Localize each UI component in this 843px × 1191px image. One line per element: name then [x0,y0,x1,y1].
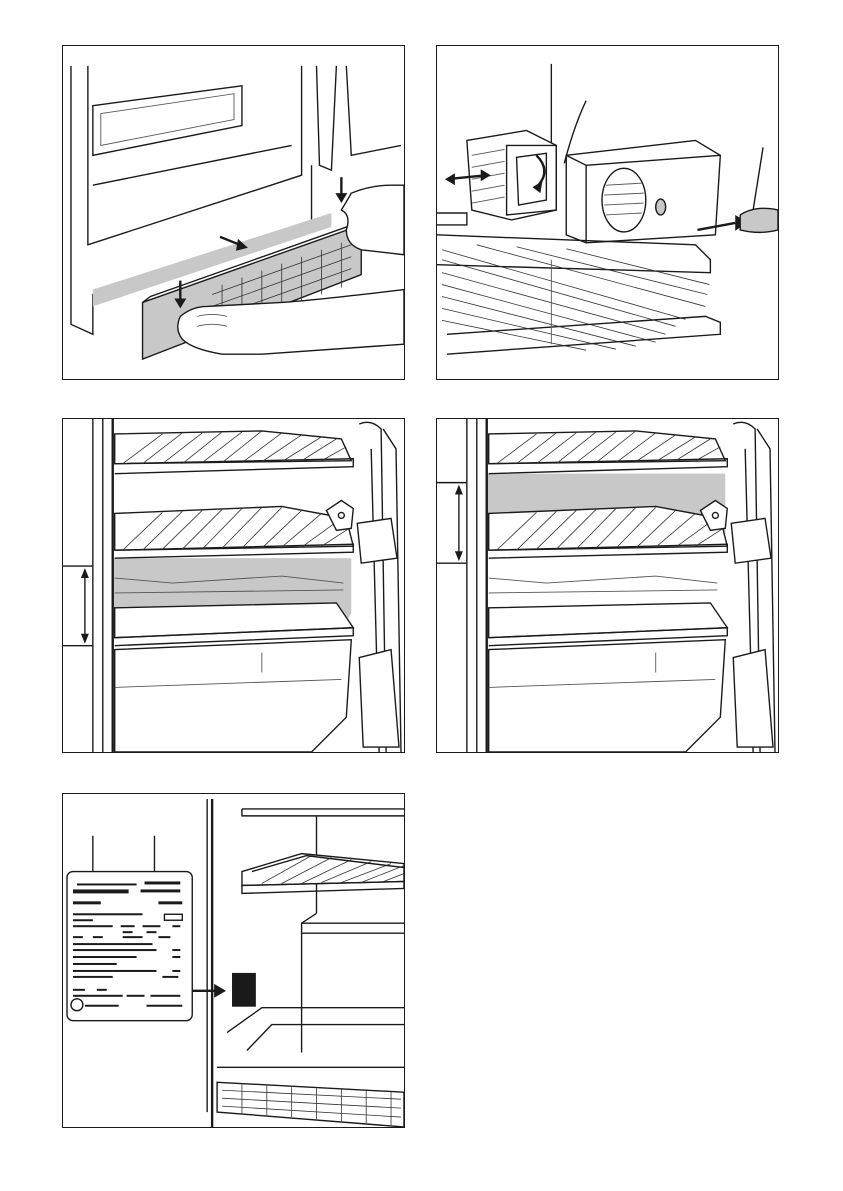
pull-arrow-icon [220,237,240,245]
vent-grille [217,1082,404,1127]
door-bin [357,518,397,563]
illustration-temperature-control-removal [436,45,779,380]
temperature-knob [602,168,646,232]
shelf-lower-drawing [63,419,404,752]
illustration-rating-plate-location [62,793,405,1128]
door-bin [733,650,773,747]
grille-removal-drawing [63,46,404,379]
crisper-drawer [489,640,726,752]
door-bin [359,650,399,747]
illustration-grille-removal [62,45,405,380]
rating-plate [67,872,192,1021]
thumb [740,208,778,232]
shelf-upper-drawing [437,419,778,752]
door-bin [731,518,771,563]
indicator-light [656,199,666,215]
crisper-drawer [115,640,352,752]
shelf-wires [442,245,709,350]
rating-plate-drawing [63,794,404,1127]
illustration-shelf-upper-position [436,418,779,753]
shelf-front [447,316,720,354]
callout-line [753,147,763,210]
temperature-control-drawing [437,46,778,379]
illustration-shelf-lower-position [62,418,405,753]
door-edge [317,66,337,170]
rating-plate-position [232,973,256,1007]
